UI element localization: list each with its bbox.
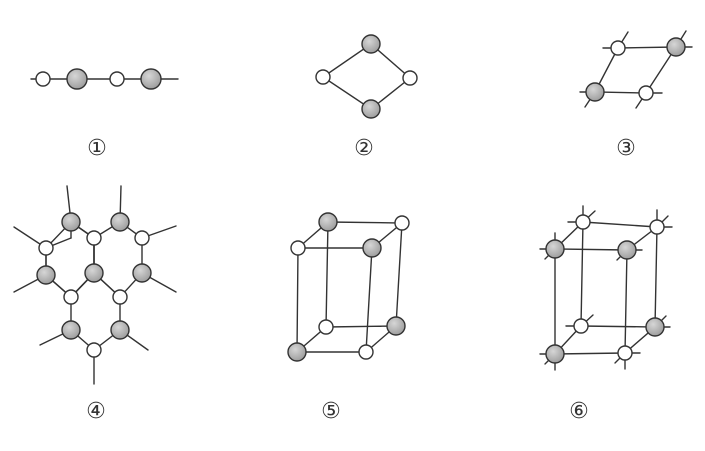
atom-gray — [318, 212, 338, 232]
atom-gray — [36, 265, 56, 285]
atom-gray — [617, 240, 637, 260]
vertical-edge — [624, 249, 628, 354]
atom-white — [38, 240, 54, 256]
atom-white — [86, 342, 102, 358]
atom-gray — [386, 316, 406, 336]
atom-white — [315, 69, 331, 85]
bottom-face — [553, 325, 657, 355]
atom-gray — [61, 320, 81, 340]
atom-white — [402, 70, 418, 86]
atom-gray — [361, 99, 381, 119]
top-face — [553, 221, 659, 251]
atom-gray — [110, 320, 130, 340]
vertical-edge — [395, 222, 403, 327]
atom-white — [318, 319, 334, 335]
label-5: ⑤ — [321, 399, 341, 424]
atom-gray — [645, 317, 665, 337]
atoms-layer — [35, 34, 686, 364]
atom-gray — [61, 212, 81, 232]
hexagon-right — [93, 221, 143, 298]
atom-gray — [140, 68, 162, 90]
atom-white — [112, 289, 128, 305]
atom-white — [134, 230, 150, 246]
atom-white — [610, 40, 626, 56]
hexagon-left — [45, 221, 95, 298]
atom-gray — [287, 342, 307, 362]
atom-white — [638, 85, 654, 101]
atom-gray — [545, 344, 565, 364]
atom-white — [617, 345, 633, 361]
atom-gray — [585, 82, 605, 102]
label-4: ④ — [86, 399, 106, 424]
atom-white — [394, 215, 410, 231]
atom-white — [358, 344, 374, 360]
atom-white — [86, 230, 102, 246]
lattice-cell-bonds — [593, 46, 678, 94]
label-2: ② — [354, 136, 374, 161]
label-3: ③ — [616, 136, 636, 161]
bottom-face — [295, 325, 398, 353]
label-6: ⑥ — [569, 399, 589, 424]
atom-gray — [545, 239, 565, 259]
hexagon-bottom — [70, 272, 121, 351]
vertical-edge — [325, 221, 329, 328]
vertical-edge — [580, 221, 584, 327]
atom-white — [573, 318, 589, 334]
atom-white — [575, 214, 591, 230]
vertical-edge — [296, 247, 299, 353]
structure-5-cuboid-cell — [295, 221, 404, 353]
atom-gray — [84, 263, 104, 283]
atom-white — [63, 289, 79, 305]
atom-white — [35, 71, 51, 87]
structure-labels: ① ② ③ ④ ⑤ ⑥ — [86, 136, 636, 424]
atom-white — [290, 240, 306, 256]
atom-white — [649, 219, 665, 235]
atom-gray — [361, 34, 381, 54]
atom-gray — [110, 212, 130, 232]
label-1: ① — [87, 136, 107, 161]
ring-bonds — [321, 43, 412, 110]
structure-2-rhombus-ring — [321, 43, 412, 110]
atom-white — [109, 71, 125, 87]
atom-gray — [666, 37, 686, 57]
atom-gray — [362, 238, 382, 258]
vertical-edge — [654, 226, 658, 328]
top-face — [296, 221, 404, 249]
atom-gray — [66, 68, 88, 90]
vertical-edge — [365, 247, 373, 353]
atom-gray — [132, 263, 152, 283]
